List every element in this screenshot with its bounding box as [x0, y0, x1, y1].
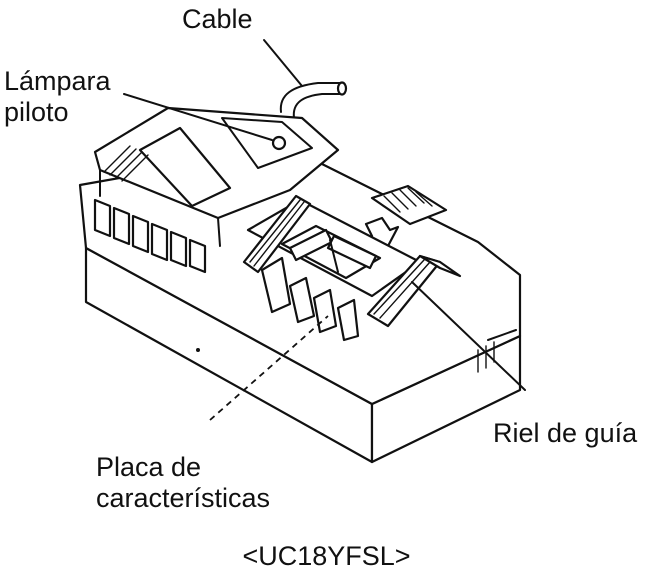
- pilot-lamp-label-line1: Lámpara: [4, 66, 111, 96]
- pilot-lamp-label-line2: piloto: [4, 97, 69, 127]
- leader-guide-rail: [411, 281, 526, 391]
- guide-rail-label: Riel de guía: [493, 418, 638, 448]
- right-vent: [477, 341, 495, 373]
- pilot-lamp-label: Lámpara piloto: [4, 66, 111, 128]
- side-vent: [93, 198, 207, 274]
- nameplate-label-line2: características: [96, 483, 271, 513]
- charger-housing: [78, 106, 522, 464]
- power-cable: [279, 81, 348, 119]
- nameplate-label-line1: Placa de: [96, 452, 202, 482]
- rear-vent: [103, 145, 149, 182]
- battery-slot: [242, 194, 462, 342]
- leader-pilot-lamp: [123, 93, 273, 141]
- model-caption: <UC18YFSL>: [242, 541, 411, 571]
- nameplate-label: Placa de características: [96, 452, 270, 514]
- leader-nameplate: [209, 315, 329, 421]
- top-vent: [370, 184, 448, 226]
- cable-label: Cable: [182, 4, 253, 34]
- leader-cable: [263, 39, 303, 87]
